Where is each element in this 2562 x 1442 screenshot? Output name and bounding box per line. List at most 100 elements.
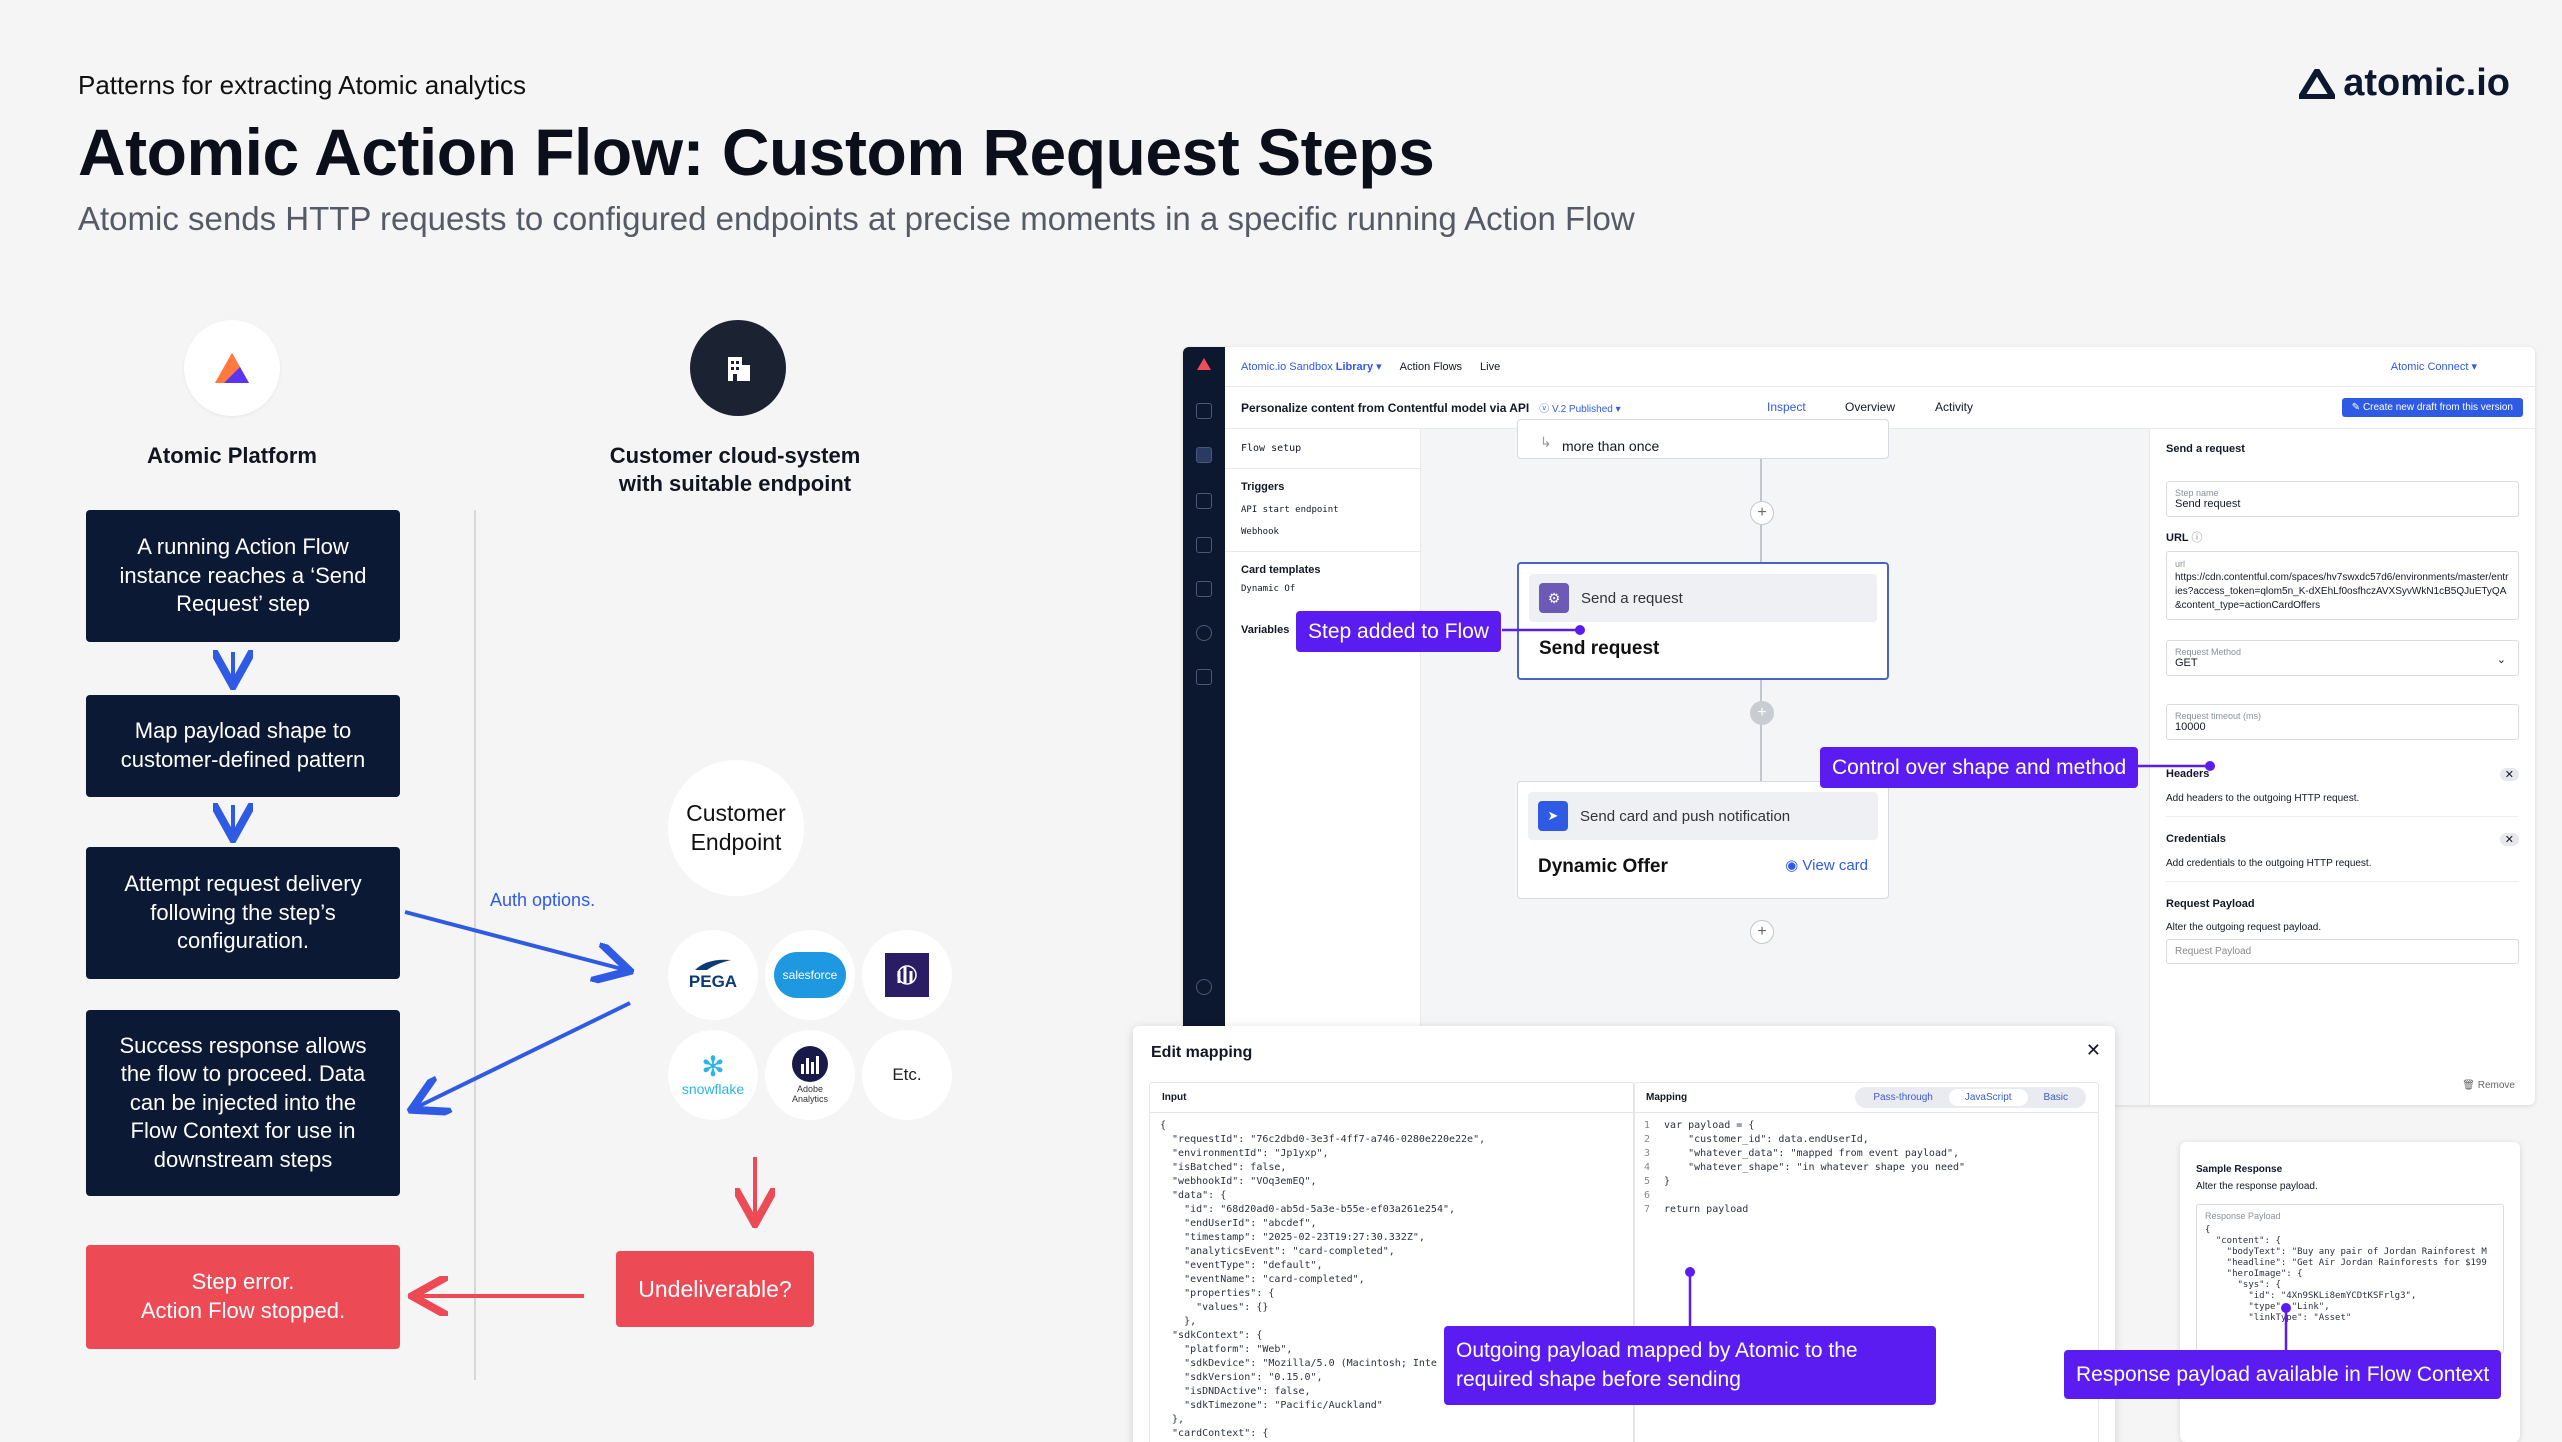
credentials-toggle[interactable]: ✕ — [2499, 832, 2519, 846]
rail-flows-icon[interactable] — [1196, 447, 1212, 463]
rail-filters-icon[interactable] — [1196, 669, 1212, 685]
trigger-webhook[interactable]: Webhook — [1225, 515, 1420, 552]
salesforce-logo-text: salesforce — [782, 968, 838, 982]
send-request-node[interactable]: ⚙ Send a request Send request — [1517, 562, 1889, 680]
callout-response-payload: Response payload available in Flow Conte… — [2064, 1350, 2502, 1400]
sample-response-description: Alter the response payload. — [2196, 1181, 2318, 1192]
previous-step-node[interactable]: ↳ more than once — [1517, 419, 1889, 459]
atomic-connect-menu[interactable]: Atomic Connect ▾ — [2390, 361, 2477, 373]
sample-code-line: "headline": "Get Air Jordan Rainforests … — [2205, 1258, 2487, 1268]
add-step-button-2[interactable]: + — [1750, 701, 1774, 725]
input-code-line: }, — [1160, 1414, 1185, 1425]
flow-outline-panel: Flow setup Triggers API start endpoint W… — [1225, 429, 1421, 1105]
input-code-line: "id": "68d20ad0-ab5d-5a3e-b55e-ef03a261e… — [1160, 1204, 1456, 1215]
input-code-line: "data": { — [1160, 1190, 1227, 1201]
url-field-label: url — [2175, 559, 2186, 569]
request-payload-field[interactable]: Request Payload — [2166, 938, 2519, 964]
close-icon[interactable]: ✕ — [2085, 1040, 2101, 1060]
pega-logo-text: PEGA — [688, 972, 738, 991]
mapping-code-line: var payload = { — [1664, 1120, 1755, 1131]
snowflake-icon: ✻ — [701, 1051, 725, 1082]
rail-gear-icon[interactable] — [1196, 979, 1212, 995]
mode-javascript[interactable]: JavaScript — [1948, 1089, 2028, 1106]
breadcrumb-action-flows[interactable]: Action Flows — [1399, 360, 1463, 373]
brand-logo: atomic.io — [2299, 62, 2510, 105]
breadcrumb-org[interactable]: Atomic.io Sandbox Library ▾ — [1241, 361, 1382, 373]
input-code-line: "webhookId": "VOq3emEQ", — [1160, 1176, 1317, 1187]
headers-section: Headers✕ — [2166, 767, 2519, 781]
request-timeout-field[interactable]: Request timeout (ms) 10000 — [2166, 703, 2519, 740]
paper-plane-icon: ➤ — [1538, 801, 1568, 831]
view-card-link[interactable]: ◉ View card — [1785, 857, 1868, 874]
step-name-value: Send request — [2175, 498, 2241, 510]
line-number-line: 2 — [1644, 1134, 1651, 1145]
callout-outgoing-payload: Outgoing payload mapped by Atomic to the… — [1444, 1326, 1936, 1405]
mapping-code-editor[interactable]: var payload = { "customer_id": data.endU… — [1664, 1113, 1975, 1223]
input-code[interactable]: { "requestId": "76c2dbd0-3e3f-4ff7-a746-… — [1150, 1113, 1634, 1442]
edit-mapping-title: Edit mapping — [1151, 1044, 1253, 1061]
input-code-line: "isBatched": false, — [1160, 1162, 1287, 1173]
atomic-platform-logo — [184, 320, 280, 416]
headers-description: Add headers to the outgoing HTTP request… — [2166, 793, 2519, 817]
etc-logo: Etc. — [862, 1030, 952, 1120]
response-payload-code: { "content": { "bodyText": "Buy any pair… — [2205, 1221, 2495, 1328]
add-step-button-1[interactable]: + — [1750, 501, 1774, 525]
tab-activity[interactable]: Activity — [1935, 400, 1974, 414]
mode-pass-through[interactable]: Pass-through — [1873, 1092, 1933, 1103]
response-payload-label: Response Payload — [2205, 1211, 2281, 1221]
eye-icon: ◉ — [1785, 857, 1799, 874]
flow-setup-item[interactable]: Flow setup — [1225, 429, 1420, 469]
rail-users-icon[interactable] — [1196, 493, 1212, 509]
version-select[interactable]: ⓥ V.2 Published ▾ — [1539, 404, 1621, 415]
input-code-line: "sdkTimezone": "Pacific/Auckland" — [1160, 1400, 1383, 1411]
rail-analytics-icon[interactable] — [1196, 581, 1212, 597]
page-kicker: Patterns for extracting Atomic analytics — [78, 70, 526, 100]
request-method-select[interactable]: Request Method GET ⌄ — [2166, 639, 2519, 676]
rail-apps-icon[interactable] — [1196, 537, 1212, 553]
atomic-mark-icon — [2299, 68, 2336, 99]
sample-code-line: "type": "Link", — [2205, 1302, 2330, 1312]
create-draft-button[interactable]: ✎ Create new draft from this version — [2341, 398, 2523, 417]
breadcrumb-live: Live — [1480, 360, 1501, 373]
mapping-code-line: return payload — [1664, 1204, 1749, 1215]
rail-cards-icon[interactable] — [1196, 403, 1212, 419]
step-name-label: Step name — [2175, 488, 2219, 498]
customer-system-label-line1: Customer cloud-system — [609, 443, 861, 468]
remove-button[interactable]: 🗑 Remove — [2462, 1080, 2515, 1091]
input-code-line: { — [1160, 1120, 1167, 1131]
partner-logo-purple — [862, 930, 952, 1020]
chevron-down-icon: ⌄ — [2496, 653, 2506, 666]
url-field[interactable]: url https://cdn.contentful.com/spaces/hv… — [2166, 551, 2519, 620]
action-flow-app-window: Atomic.io Sandbox Library ▾ Action Flows… — [1183, 347, 2535, 1105]
step-attempt-delivery: Attempt request delivery following the s… — [86, 847, 400, 979]
sample-response-title: Sample Response — [2196, 1164, 2283, 1175]
line-number-line: 7 — [1644, 1204, 1651, 1215]
add-step-button-3[interactable]: + — [1750, 920, 1774, 944]
card-template-dynamic[interactable]: Dynamic Of — [1241, 584, 1296, 594]
rail-settings-icon[interactable] — [1196, 625, 1212, 641]
line-number-line: 6 — [1644, 1190, 1651, 1201]
trigger-api-start[interactable]: API start endpoint — [1241, 505, 1339, 515]
send-card-node-head: Send card and push notification — [1580, 807, 1791, 825]
tab-overview[interactable]: Overview — [1845, 400, 1896, 414]
step-name-field[interactable]: Step name Send request — [2166, 481, 2519, 517]
sample-code-line: "linkType": "Asset" — [2205, 1313, 2352, 1323]
mode-basic[interactable]: Basic — [2043, 1092, 2068, 1103]
response-payload-field[interactable]: Response Payload { "content": { "bodyTex… — [2196, 1204, 2504, 1354]
send-card-node[interactable]: ➤ Send card and push notification Dynami… — [1517, 781, 1889, 899]
atomic-rail-logo-icon — [1196, 357, 1212, 373]
building-icon — [728, 357, 750, 381]
step-config-panel: Send a request Step name Send request UR… — [2149, 429, 2535, 1105]
column-divider — [474, 510, 476, 1380]
input-code-line: "eventType": "default", — [1160, 1260, 1323, 1271]
flow-canvas: ↳ more than once + ⚙ Send a request Send… — [1421, 419, 2149, 1105]
auth-options-label: Auth options. — [490, 890, 596, 910]
headers-toggle[interactable]: ✕ — [2499, 767, 2519, 781]
request-method-value: GET — [2175, 656, 2198, 669]
partner-mark-icon — [885, 953, 929, 997]
triggers-heading: Triggers — [1241, 481, 1285, 493]
mapping-code-line: } — [1664, 1176, 1671, 1187]
input-code-line: "eventName": "card-completed", — [1160, 1274, 1365, 1285]
step-map-payload: Map payload shape to customer-defined pa… — [86, 695, 400, 797]
